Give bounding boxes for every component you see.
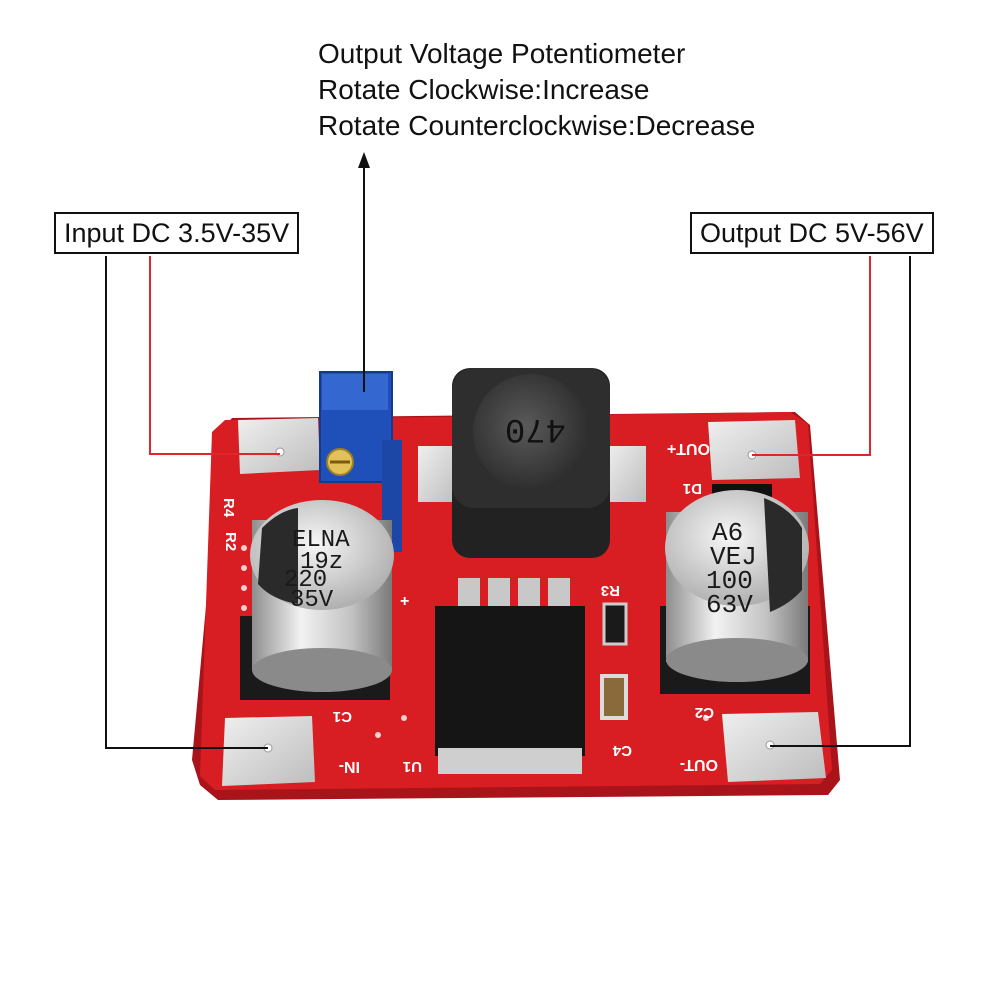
inductor: 470 xyxy=(452,368,610,558)
cap-in-line1: ELNA xyxy=(292,527,350,554)
inductor-pad xyxy=(606,446,646,502)
via xyxy=(401,715,407,721)
silk-d1: D1 xyxy=(683,480,702,497)
input-minus-leader xyxy=(105,256,268,749)
cap-out-line3: 100 xyxy=(706,566,753,596)
leader-lines xyxy=(105,152,911,749)
output-capacitor: A6 VEJ 100 63V xyxy=(660,490,810,694)
silkscreen: OUT+ D1 R3 R4 R2 C1 C2 C4 U1 IN- OUT- + xyxy=(220,440,718,775)
output-plus-leader xyxy=(752,256,871,456)
silk-r2: R2 xyxy=(222,532,239,551)
via xyxy=(241,585,247,591)
silk-out-minus: OUT- xyxy=(680,756,718,773)
cap-in-line2: 19z xyxy=(300,549,343,576)
silk-u1: U1 xyxy=(403,758,422,775)
silk-plus: + xyxy=(400,593,409,610)
cap-in-line4: 35V xyxy=(290,587,334,614)
pot-arrow-head xyxy=(358,152,370,168)
silk-r4: R4 xyxy=(220,498,237,518)
via xyxy=(241,605,247,611)
output-voltage-label: Output DC 5V-56V xyxy=(690,212,934,254)
pot-callout-line3: Rotate Counterclockwise:Decrease xyxy=(318,110,756,141)
pot-callout-line1: Output Voltage Potentiometer xyxy=(318,38,686,69)
input-voltage-label: Input DC 3.5V-35V xyxy=(54,212,300,254)
silk-c4: C4 xyxy=(612,742,632,759)
output-minus-leader xyxy=(770,256,911,747)
pad-in-plus xyxy=(238,418,320,474)
cap-out-line2: VEJ xyxy=(710,542,757,572)
via xyxy=(703,715,709,721)
potentiometer xyxy=(319,371,402,552)
via xyxy=(375,732,381,738)
pad-out-plus xyxy=(708,420,800,480)
input-plus-leader xyxy=(149,256,280,455)
potentiometer-callout: Output Voltage Potentiometer Rotate Cloc… xyxy=(318,36,755,144)
terminal-pads xyxy=(222,418,826,786)
input-capacitor: ELNA 19z 220 35V xyxy=(240,500,394,700)
silk-out-plus: OUT+ xyxy=(667,440,710,457)
silk-in-minus: IN- xyxy=(339,758,360,775)
silk-c1: C1 xyxy=(333,708,352,725)
cap-out-line4: 63V xyxy=(706,590,753,620)
silk-c2: C2 xyxy=(695,704,714,721)
cap-in-line3: 220 xyxy=(284,567,327,594)
cap-out-line1: A6 xyxy=(712,518,743,548)
regulator-ic xyxy=(435,578,585,774)
via xyxy=(241,565,247,571)
via xyxy=(241,545,247,551)
inductor-marking: 470 xyxy=(505,409,566,447)
pot-callout-line2: Rotate Clockwise:Increase xyxy=(318,74,650,105)
silk-r3: R3 xyxy=(601,582,620,599)
inductor-pad xyxy=(418,446,458,502)
